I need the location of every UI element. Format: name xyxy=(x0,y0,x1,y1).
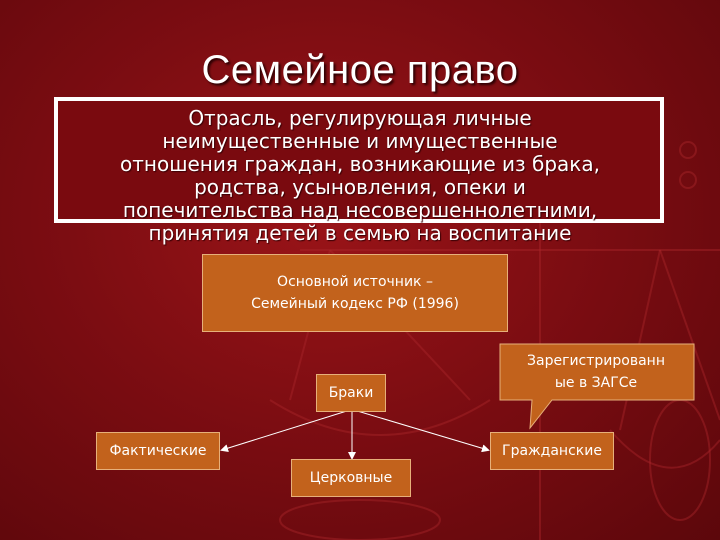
speech-bubble-shape xyxy=(499,343,695,430)
definition-box xyxy=(54,97,664,223)
main-source-box: Основной источник – Семейный кодекс РФ (… xyxy=(202,254,508,332)
connector-to-civil xyxy=(353,409,490,453)
definition-text: Отрасль, регулирующая личные неимуществе… xyxy=(120,106,600,245)
slide-title: Семейное право xyxy=(201,48,519,92)
node-church: Церковные xyxy=(291,459,411,497)
connector-to-factual xyxy=(220,409,351,453)
node-marriages: Браки xyxy=(316,374,386,412)
node-factual: Фактические xyxy=(96,432,220,470)
callout-text: Зарегистрированн ые в ЗАГСе xyxy=(527,353,665,391)
node-civil: Гражданские xyxy=(490,432,614,470)
